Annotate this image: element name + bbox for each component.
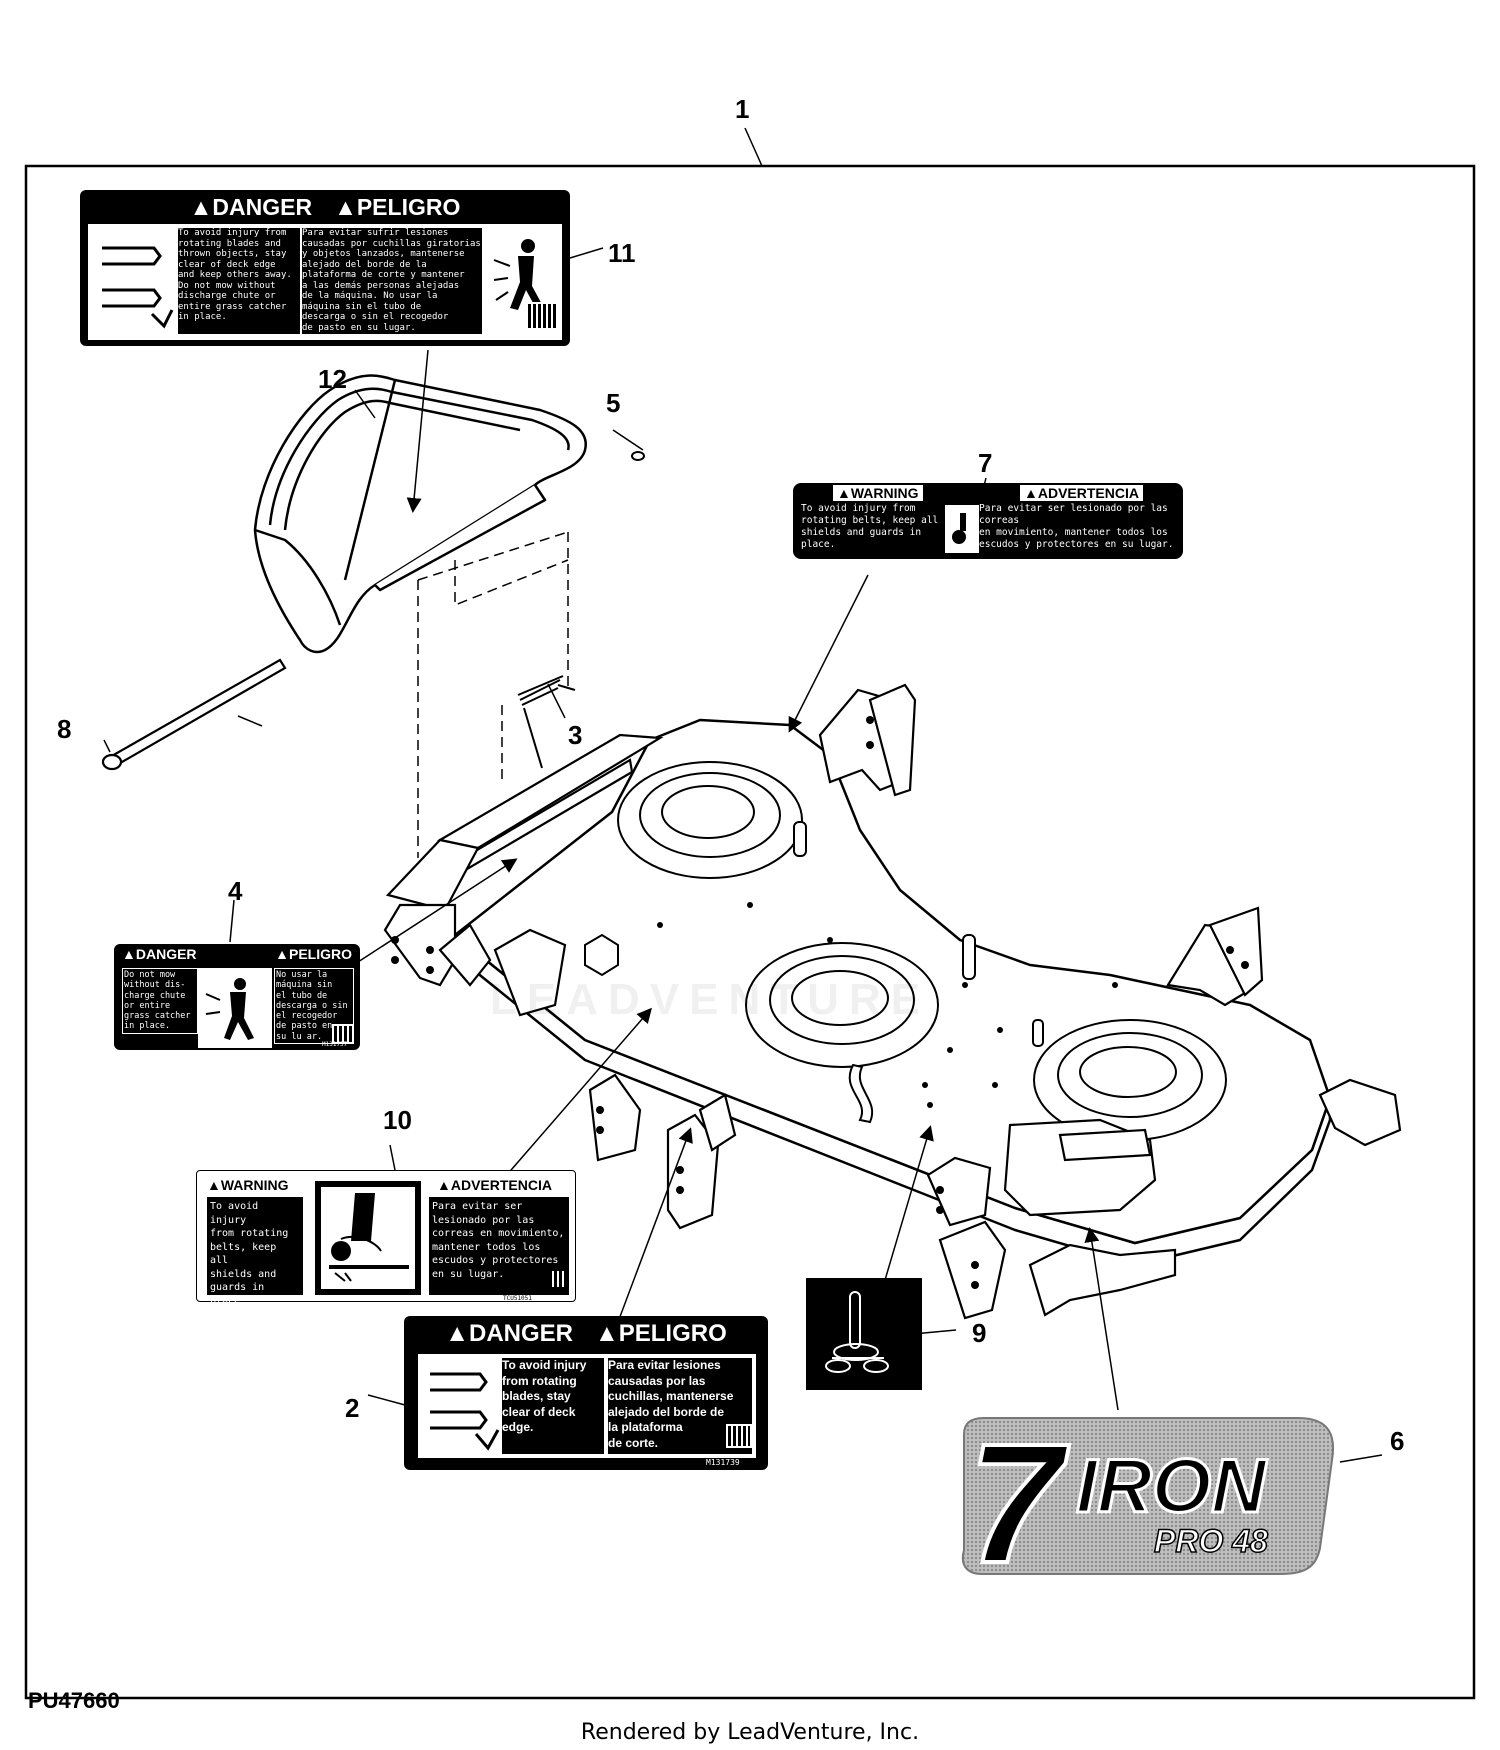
height-adjust-decal-9 [806,1278,922,1390]
operator-hazard-icon [198,968,272,1048]
danger-header-es: ▲PELIGRO [334,194,461,220]
qr-code-icon [726,1424,752,1448]
torsion-spring [517,675,576,769]
danger-decal-2: ▲DANGER ▲PELIGRO To avoid injury from ro… [404,1316,768,1470]
brand-name: IRON [1076,1444,1268,1529]
callout-10: 10 [383,1105,412,1135]
decal-part-code: M131739 [706,1458,740,1467]
hairpin [631,451,645,461]
figure-code: PU47660 [28,1688,120,1713]
footer-credit: Rendered by LeadVenture, Inc. [580,1720,920,1745]
qr-code-icon [332,1024,354,1044]
warning-decal-7: ▲WARNING ▲ADVERTENCIA To avoid injury fr… [793,483,1183,559]
decal-part-code: TCU51051 [503,1295,532,1302]
callout-2: 2 [345,1393,360,1423]
callout-8: 8 [57,714,72,744]
callout-6: 6 [1390,1426,1405,1456]
danger2-header-es: ▲PELIGRO [595,1320,727,1347]
brand-decal-6: 7 IRON PRO 48 [961,1416,1335,1576]
watermark: LEADVENTURE [490,975,931,1024]
callout-11: 11 [608,238,636,268]
callout-3: 3 [568,720,583,750]
danger-decal-11: ▲DANGER ▲PELIGRO To avoid injury from ro… [80,190,570,346]
callout-1: 1 [735,94,750,124]
spindle-openings [617,761,1227,1141]
belt-hazard-icon [945,505,979,553]
warning10-text-en: To avoid injury from rotating belts, kee… [207,1197,303,1307]
deck-brackets [383,683,1402,1320]
warning-header-es: ▲ADVERTENCIA [1020,485,1143,501]
qr-code-icon [526,302,558,330]
deck-posts [584,821,1044,1124]
rear-rail [385,733,664,912]
belt-hazard-icon [315,1181,421,1295]
danger2-text-en: To avoid injury from rotating blades, st… [502,1358,604,1454]
danger4-header-en: ▲DANGER [122,946,197,962]
brand-model: PRO 48 [1154,1523,1268,1559]
callout-4: 4 [228,876,243,906]
diagram-frame [24,164,1476,1700]
bracket-holes [391,716,1249,1289]
warning10-header-es: ▲ADVERTENCIA [437,1177,552,1193]
warning-header-en: ▲WARNING [833,485,923,501]
brand-numeral: 7 [968,1416,1070,1576]
danger4-header-es: ▲PELIGRO [275,946,352,962]
decal-part-code: M131748 [524,330,558,339]
leader-lines [103,247,1383,1463]
warning-text-en: To avoid injury from rotating belts, kee… [801,503,941,551]
assembly-lines [417,531,569,858]
callout-9: 9 [972,1318,987,1348]
danger2-header-en: ▲DANGER [445,1320,573,1347]
blade-hazard-icon [422,1358,504,1458]
callout-7: 7 [978,448,993,478]
qr-code-icon [547,1269,569,1289]
discharge-deflector [253,374,588,654]
warning-text-es: Para evitar ser lesionado por las correa… [979,503,1177,551]
hinge-rod [101,658,287,771]
danger-text-en: To avoid injury from rotating blades and… [178,228,300,334]
deck-holes [657,902,1118,1108]
decal-part-code: M131757 [322,1041,348,1048]
warning-decal-10: ▲WARNING ▲ADVERTENCIA To avoid injury fr… [196,1170,576,1307]
blade-hazard-icon [92,228,178,338]
callout-5: 5 [606,388,621,418]
warning10-header-en: ▲WARNING [207,1177,289,1193]
warning10-text-es: Para evitar ser lesionado por las correa… [429,1197,569,1295]
callout-12: 12 [318,364,347,394]
danger-text-es: Para evitar sufrir lesiones causadas por… [302,228,482,334]
danger4-text-en: Do not mow without dis- charge chute or … [122,968,198,1034]
danger-decal-4: ▲DANGER ▲PELIGRO Do not mow without dis-… [114,944,360,1050]
danger-header-en: ▲DANGER [189,194,313,220]
